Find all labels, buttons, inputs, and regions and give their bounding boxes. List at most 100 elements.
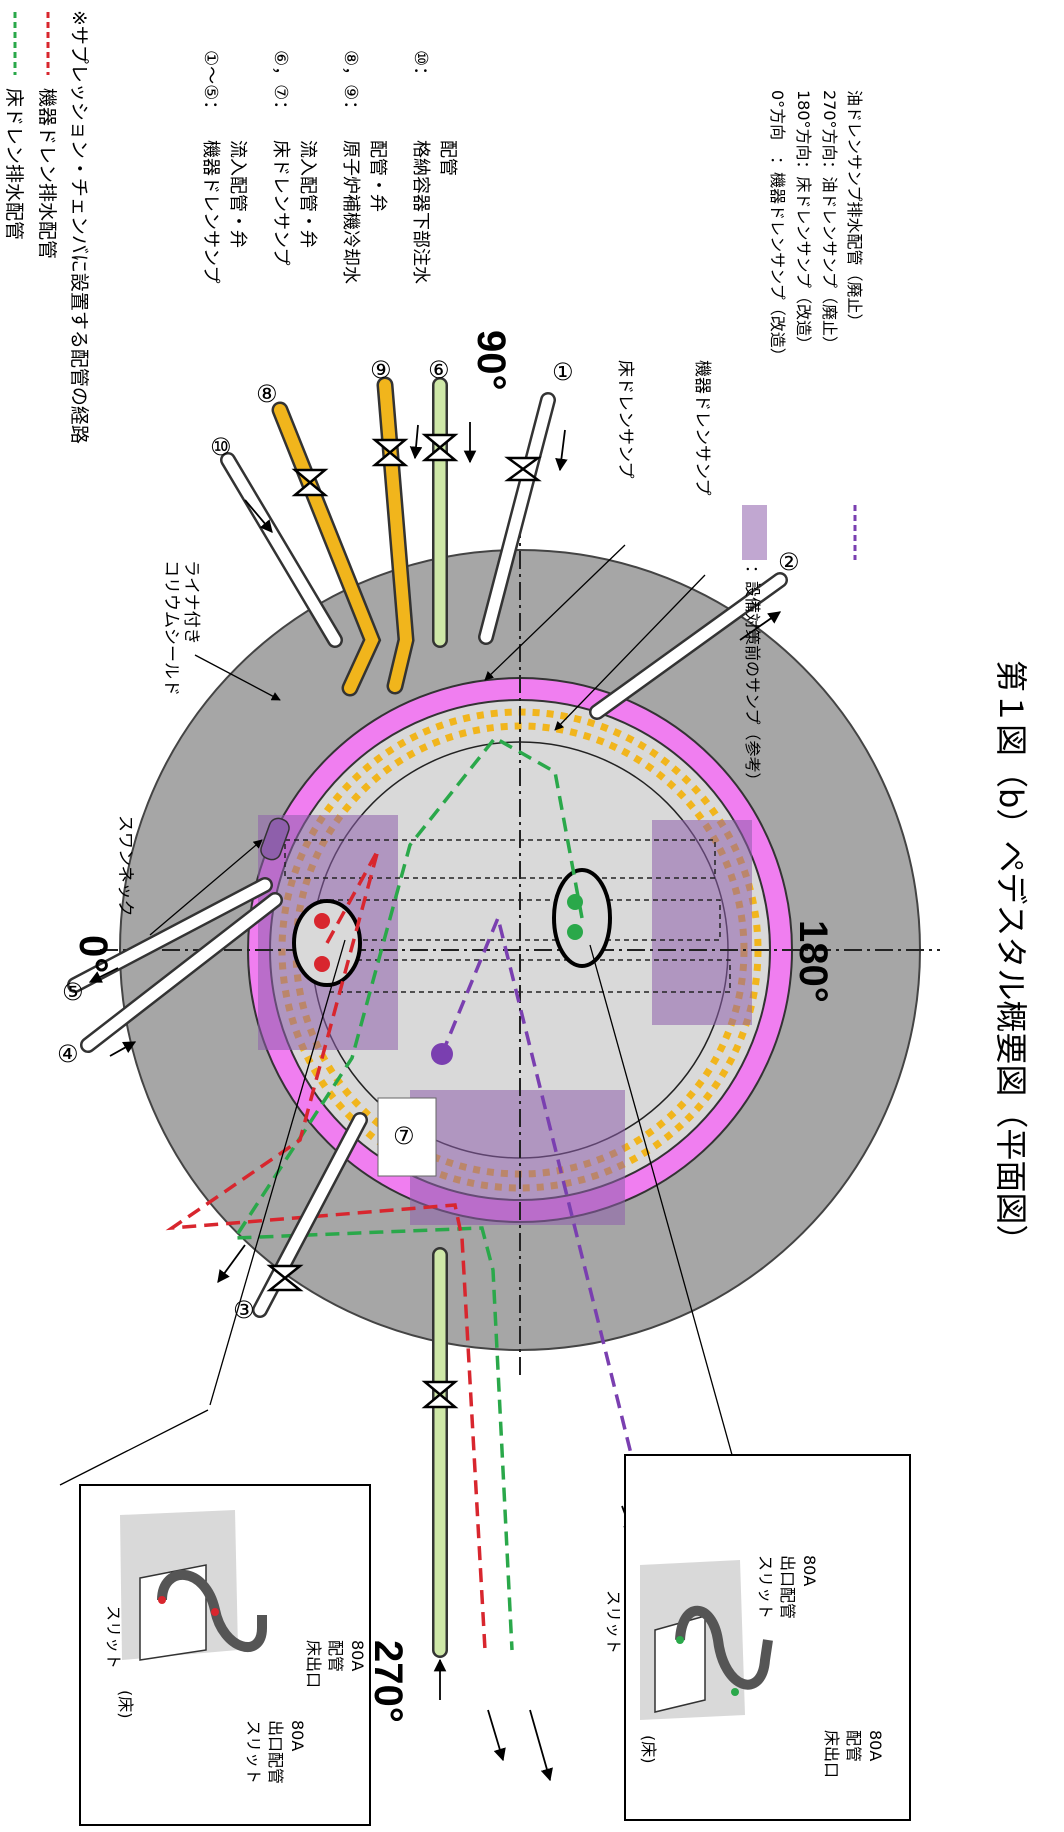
equip-sump-outlet-2 bbox=[314, 956, 330, 972]
inset-right: スリット (床) スリット 出口配管 80A 床出口 配管 80A bbox=[604, 1454, 911, 1821]
pipe-5 bbox=[67, 877, 273, 993]
pipe-list-num-4: ⑩： bbox=[410, 50, 431, 84]
valve-8 bbox=[291, 468, 329, 497]
inset-right-marker-2 bbox=[731, 1688, 739, 1696]
drain-routes bbox=[165, 735, 642, 1651]
bottom-legend: ：設備対策前のサンプ（参考） 0°方向 ：機器ドレンサンプ（改造） 180°方向… bbox=[742, 90, 864, 789]
floor-sump-label: 床ドレンサンプ bbox=[615, 360, 635, 479]
old-sump-180 bbox=[652, 820, 752, 1025]
pipe-num-4: ④ bbox=[57, 1040, 79, 1068]
pipe-num-3: ③ bbox=[233, 1296, 255, 1324]
inset-right-slit-label: スリット bbox=[604, 1590, 623, 1654]
valve-6 bbox=[421, 433, 459, 462]
pipe-num-9: ⑨ bbox=[370, 356, 392, 384]
liner-label-1: コリウムシールド bbox=[161, 560, 181, 696]
inset-left-slit-pipe-2: 出口配管 bbox=[266, 1720, 285, 1784]
figure-caption: 第１図（b）ペデスタル概要図（平面図） bbox=[992, 660, 1030, 1256]
pipe-2 bbox=[589, 572, 788, 720]
inset-right-slit-pipe-3: 80A bbox=[800, 1555, 819, 1586]
pipe-num-7: ⑦ bbox=[393, 1122, 415, 1150]
legend-note: ※サプレッション・チェンバに設置する配管の経路 bbox=[68, 10, 90, 444]
pipe-num-1: ① bbox=[552, 358, 574, 386]
inset-right-floor-pipe-2: 配管 bbox=[844, 1730, 863, 1762]
legend-oil-text: 油ドレンサンプ排水配管（廃止） bbox=[845, 90, 864, 330]
inset-right-slit-pipe-1: スリット bbox=[756, 1555, 775, 1619]
old-sump-270 bbox=[410, 1090, 625, 1225]
pipe-9 bbox=[376, 376, 415, 695]
pipe-4 bbox=[80, 892, 283, 1053]
pipe-1 bbox=[478, 392, 556, 645]
pipe-list-desc-3a: 原子炉補機冷却水 bbox=[340, 140, 361, 284]
pipe-list-desc-2b: 流入配管・弁 bbox=[297, 140, 318, 248]
legend-sump-title: ：設備対策前のサンプ（参考） bbox=[743, 565, 762, 789]
pipe-3 bbox=[252, 1112, 368, 1318]
pipe-list: ①～⑤： 機器ドレンサンプ 流入配管・弁 ⑥，⑦： 床ドレンサンプ 流入配管・弁… bbox=[200, 50, 458, 284]
pipe-list-desc-3b: 配管・弁 bbox=[367, 140, 388, 212]
pipe-list-num-2: ⑥，⑦： bbox=[270, 50, 291, 118]
swan-neck-label: スワンネック bbox=[115, 815, 135, 917]
inset-right-floor-pipe-3: 80A bbox=[866, 1730, 885, 1761]
pipe-list-desc-4b: 配管 bbox=[437, 140, 458, 176]
pipe-list-num-3: ⑧，⑨： bbox=[340, 50, 361, 118]
flow-arrows bbox=[88, 422, 782, 1782]
inset-left-marker-2 bbox=[211, 1608, 219, 1616]
pipe-num-7-box bbox=[377, 1097, 437, 1177]
angle-labels: 0° 90° 180° 270° bbox=[71, 330, 835, 1723]
angle-180: 180° bbox=[791, 920, 835, 1003]
pipe-list-num-1: ①～⑤： bbox=[200, 50, 221, 118]
pipe-num-8: ⑧ bbox=[256, 380, 278, 408]
inset-left-slit-pipe-3: 80A bbox=[288, 1720, 307, 1751]
floor-drain-route bbox=[231, 735, 584, 1651]
callout-labels: スワンネック コリウムシールド ライナ付き 床ドレンサンプ 機器ドレンサンプ bbox=[115, 360, 712, 917]
center-axes bbox=[100, 520, 940, 1380]
equip-sump-label: 機器ドレンサンプ bbox=[692, 360, 712, 496]
liner-label-2: ライナ付き bbox=[181, 560, 201, 645]
equip-drain-route bbox=[165, 849, 487, 1651]
pipe-list-desc-4a: 格納容器下部注水 bbox=[410, 140, 431, 284]
inset-left-floor-label: (床) bbox=[116, 1690, 135, 1719]
valves bbox=[266, 433, 542, 1409]
inset-right-floor-label: (床) bbox=[639, 1735, 658, 1764]
inset-left-marker-1 bbox=[158, 1596, 166, 1604]
pipe-num-5: ⑤ bbox=[62, 978, 84, 1006]
oil-drain-route bbox=[440, 912, 642, 1491]
valve-7 bbox=[421, 1380, 459, 1409]
equip-sump-outlet-1 bbox=[314, 913, 330, 929]
inset-left-floor-pipe-2: 配管 bbox=[326, 1640, 345, 1672]
top-legend: 床ドレン排水配管 機器ドレン排水配管 ※サプレッション・チェンバに設置する配管の… bbox=[3, 10, 90, 444]
pipe-num-2: ② bbox=[778, 548, 800, 576]
pipe-10 bbox=[220, 452, 343, 648]
legend-equip-drain: 機器ドレン排水配管 bbox=[36, 88, 58, 259]
inset-right-marker-1 bbox=[676, 1636, 684, 1644]
angle-270: 270° bbox=[366, 1640, 410, 1723]
swan-neck bbox=[260, 817, 290, 861]
legend-sump-270: 270°方向：油ドレンサンプ（廃止） bbox=[820, 90, 839, 352]
valve-1 bbox=[504, 456, 542, 482]
pipe-num-6: ⑥ bbox=[428, 356, 450, 384]
inset-left-slit bbox=[139, 1564, 207, 1661]
inset-left-slit-label: スリット bbox=[104, 1605, 123, 1669]
inset-right-slit-pipe-2: 出口配管 bbox=[778, 1555, 797, 1619]
inset-left: スリット (床) スリット 出口配管 80A 床出口 配管 80A bbox=[79, 1484, 371, 1826]
inset-right-floor-pipe-1: 床出口 bbox=[822, 1730, 841, 1778]
pipe-list-desc-2a: 床ドレンサンプ bbox=[270, 140, 291, 265]
inset-right-pipe bbox=[675, 1605, 773, 1690]
inset-left-slit-pipe-1: スリット bbox=[244, 1720, 263, 1784]
pipe-num-10: ⑩ bbox=[210, 433, 232, 461]
legend-sump-swatch bbox=[742, 505, 767, 560]
legend-sump-180: 180°方向：床ドレンサンプ（改造） bbox=[794, 90, 813, 352]
angle-90: 90° bbox=[469, 330, 513, 391]
legend-floor-drain: 床ドレン排水配管 bbox=[3, 88, 25, 240]
pipe-list-desc-1a: 機器ドレンサンプ bbox=[200, 140, 221, 283]
angle-0: 0° bbox=[71, 935, 115, 973]
pedestal-plan bbox=[100, 520, 940, 1380]
inset-left-floor-pipe-1: 床出口 bbox=[304, 1640, 323, 1688]
inset-left-floor-pipe-3: 80A bbox=[348, 1640, 367, 1671]
valve-9 bbox=[371, 438, 409, 467]
valve-3 bbox=[266, 1264, 304, 1292]
legend-sump-0: 0°方向 ：機器ドレンサンプ（改造） bbox=[768, 90, 787, 364]
pipe-number-labels: ① ② ③ ④ ⑤ ⑥ ⑦ ⑧ ⑨ ⑩ bbox=[57, 356, 800, 1324]
floor-sump-outlet-2 bbox=[567, 924, 583, 940]
pipes bbox=[67, 376, 788, 1658]
